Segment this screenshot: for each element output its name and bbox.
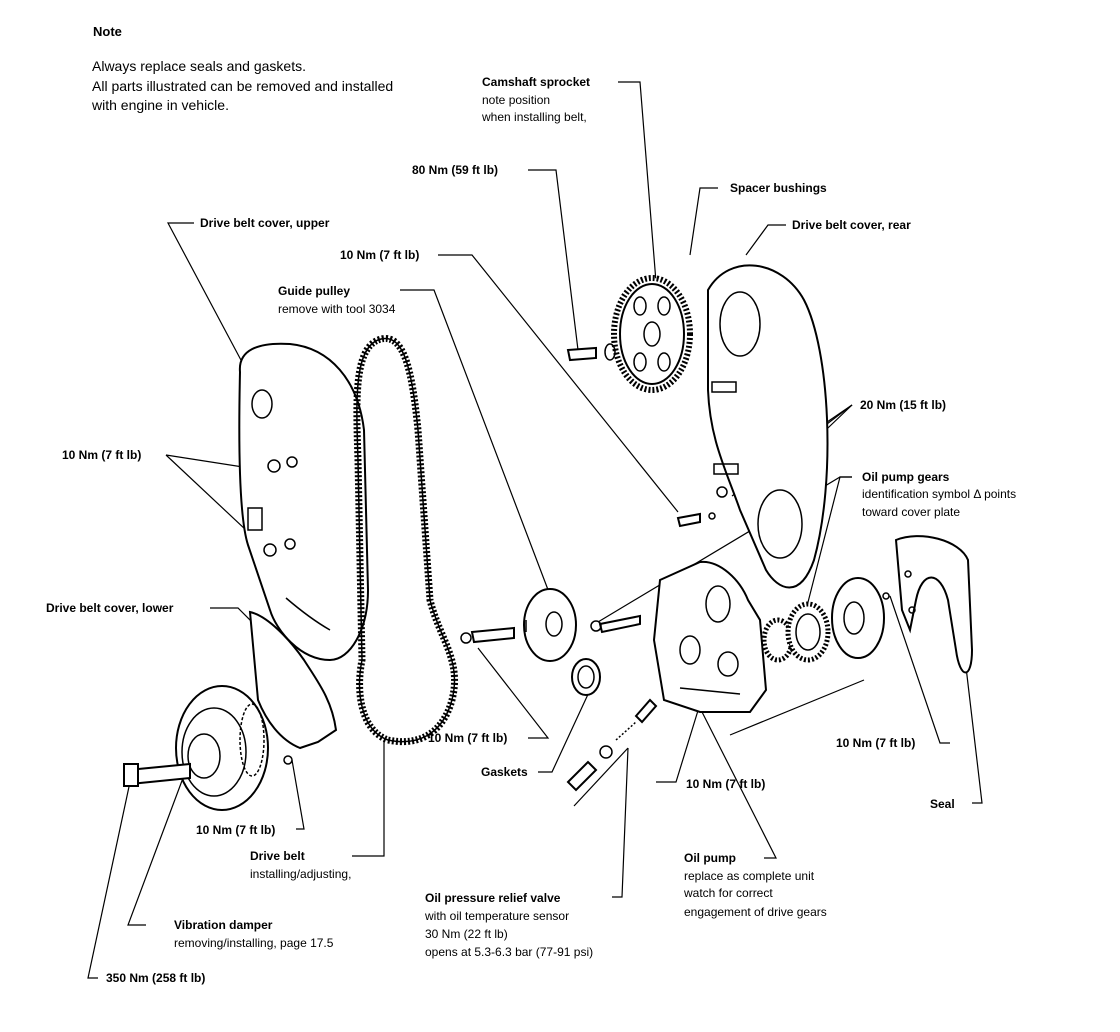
label-cover-upper: Drive belt cover, upper [200,216,330,230]
drive-belt-cover-rear [707,264,829,589]
label-oil-pump: Oil pump [684,851,736,865]
oil-pressure-relief-valve [566,698,658,792]
seal [894,535,974,674]
oil-pump-gears [761,601,831,663]
label-vibration-damper-sub: removing/installing, page 17.5 [174,936,334,950]
label-torque-80: 80 Nm (59 ft lb) [412,163,499,177]
label-oil-pump-gears: Oil pump gears [862,470,950,484]
washer [708,512,716,520]
note-line-3: with engine in vehicle. [92,97,229,113]
label-drive-belt: Drive belt [250,849,305,863]
label-oil-pump-sub1: replace as complete unit [684,869,815,883]
label-camshaft-sprocket: Camshaft sprocket [482,75,591,89]
label-camshaft-sprocket-sub2: when installing belt, [482,110,587,124]
guide-pulley [460,588,577,662]
label-guide-pulley-sub: remove with tool 3034 [278,302,396,316]
label-oil-pump-gears-sub1: identification symbol Δ points [862,487,1017,501]
bolt-oil-pump [598,614,641,634]
label-torque-10-lowcover: 10 Nm (7 ft lb) [196,823,276,837]
label-relief-valve: Oil pressure relief valve [425,891,561,905]
label-vibration-damper: Vibration damper [174,918,273,932]
drive-belt [353,335,459,746]
label-cover-lower: Drive belt cover, lower [46,601,174,615]
label-cover-rear: Drive belt cover, rear [792,218,911,232]
label-torque-10-pump: 10 Nm (7 ft lb) [686,777,766,791]
label-gaskets: Gaskets [481,765,528,779]
bolt-cover-rear [676,512,701,528]
label-spacer-bushings: Spacer bushings [730,181,827,195]
label-guide-pulley: Guide pulley [278,284,351,298]
note-line-1: Always replace seals and gaskets. [92,58,306,74]
camshaft-sprocket [566,275,693,393]
note-line-2: All parts illustrated can be removed and… [92,78,394,94]
gasket-ring-inner [577,665,595,689]
label-torque-350: 350 Nm (258 ft lb) [106,971,206,985]
label-oil-pump-sub2: watch for correct [684,886,773,900]
drive-belt-cover-upper [238,342,370,662]
drive-belt-cover-lower [248,610,338,765]
vibration-damper [123,685,269,811]
label-seal: Seal [930,797,955,811]
gasket-ring [571,658,601,696]
label-oil-pump-sub3: engagement of drive gears [684,905,827,919]
label-relief-valve-sub1: with oil temperature sensor [425,909,570,923]
label-torque-20: 20 Nm (15 ft lb) [860,398,947,412]
label-torque-10-right: 10 Nm (7 ft lb) [836,736,916,750]
label-relief-valve-sub3: opens at 5.3-6.3 bar (77-91 psi) [425,945,594,959]
label-drive-belt-sub: installing/adjusting, [250,867,352,881]
label-torque-10-pulley: 10 Nm (7 ft lb) [428,731,508,745]
oil-pump-housing [652,560,768,713]
note-heading: Note [93,24,122,39]
label-camshaft-sprocket-sub1: note position [482,93,551,107]
oil-pump-cover-plate [831,577,890,659]
label-relief-valve-sub2: 30 Nm (22 ft lb) [425,927,508,941]
label-torque-10-left: 10 Nm (7 ft lb) [62,448,142,462]
washer-oil-pump [590,620,602,632]
label-torque-10-top: 10 Nm (7 ft lb) [340,248,420,262]
label-oil-pump-gears-sub2: toward cover plate [862,505,961,519]
